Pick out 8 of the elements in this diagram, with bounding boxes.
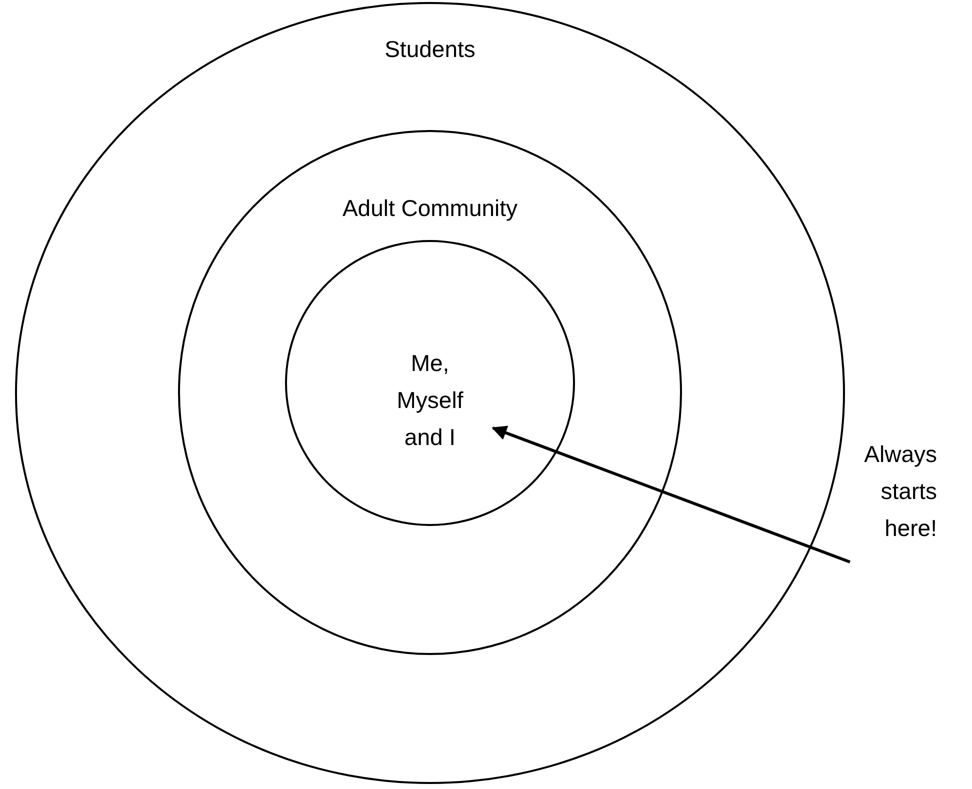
circle-label: Adult Community [341, 194, 519, 223]
note-text: Always starts here! [863, 440, 938, 543]
circle-label: Students [384, 35, 476, 64]
circle [178, 130, 682, 655]
circle [285, 240, 575, 526]
arrow [492, 426, 851, 564]
circle-label: Me, Myself and I [396, 349, 464, 452]
circle [15, 2, 845, 784]
